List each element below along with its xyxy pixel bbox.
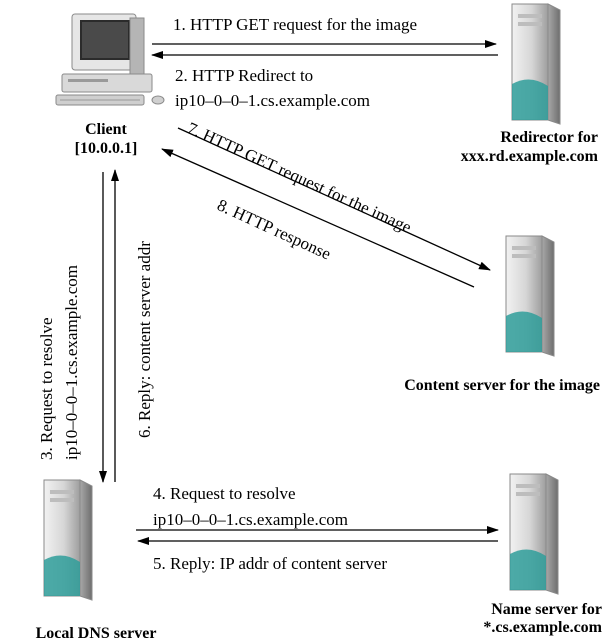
step-3-label-line2: ip10–0–0–1.cs.example.com <box>62 265 81 460</box>
local-dns-label: Local DNS server <box>36 625 157 642</box>
arrow-step-8 <box>161 148 475 288</box>
client-name-label: Client <box>85 121 127 138</box>
step-8-label: 8. HTTP response <box>214 195 333 263</box>
step-4-label-line2: ip10–0–0–1.cs.example.com <box>153 510 348 529</box>
step-2-label-line1: 2. HTTP Redirect to <box>175 66 313 85</box>
content-server-label: Content server for the image <box>404 377 600 394</box>
client-computer-icon <box>55 13 165 106</box>
local-dns-server-icon <box>43 479 93 601</box>
step-3-label-line1: 3. Request to resolve <box>37 317 56 460</box>
name-server-icon <box>509 473 559 595</box>
content-server-icon <box>505 235 555 357</box>
redirector-server-icon <box>511 3 561 125</box>
step-5-label: 5. Reply: IP addr of content server <box>153 554 387 573</box>
redirector-label-line2: xxx.rd.example.com <box>461 148 599 165</box>
step-1-label: 1. HTTP GET request for the image <box>173 15 417 34</box>
arrow-step-7 <box>177 127 491 271</box>
redirector-label-line1: Redirector for <box>500 129 598 146</box>
step-7-label: 7. HTTP GET request for the image <box>184 118 414 237</box>
step-2-label-line2: ip10–0–0–1.cs.example.com <box>175 91 370 110</box>
step-4-label-line1: 4. Request to resolve <box>153 484 296 503</box>
name-server-label-line1: Name server for <box>491 601 602 618</box>
name-server-label-line2: *.cs.example.com <box>483 619 602 636</box>
client-ip-label: [10.0.0.1] <box>75 140 138 157</box>
step-6-label: 6. Reply: content server addr <box>135 241 154 438</box>
